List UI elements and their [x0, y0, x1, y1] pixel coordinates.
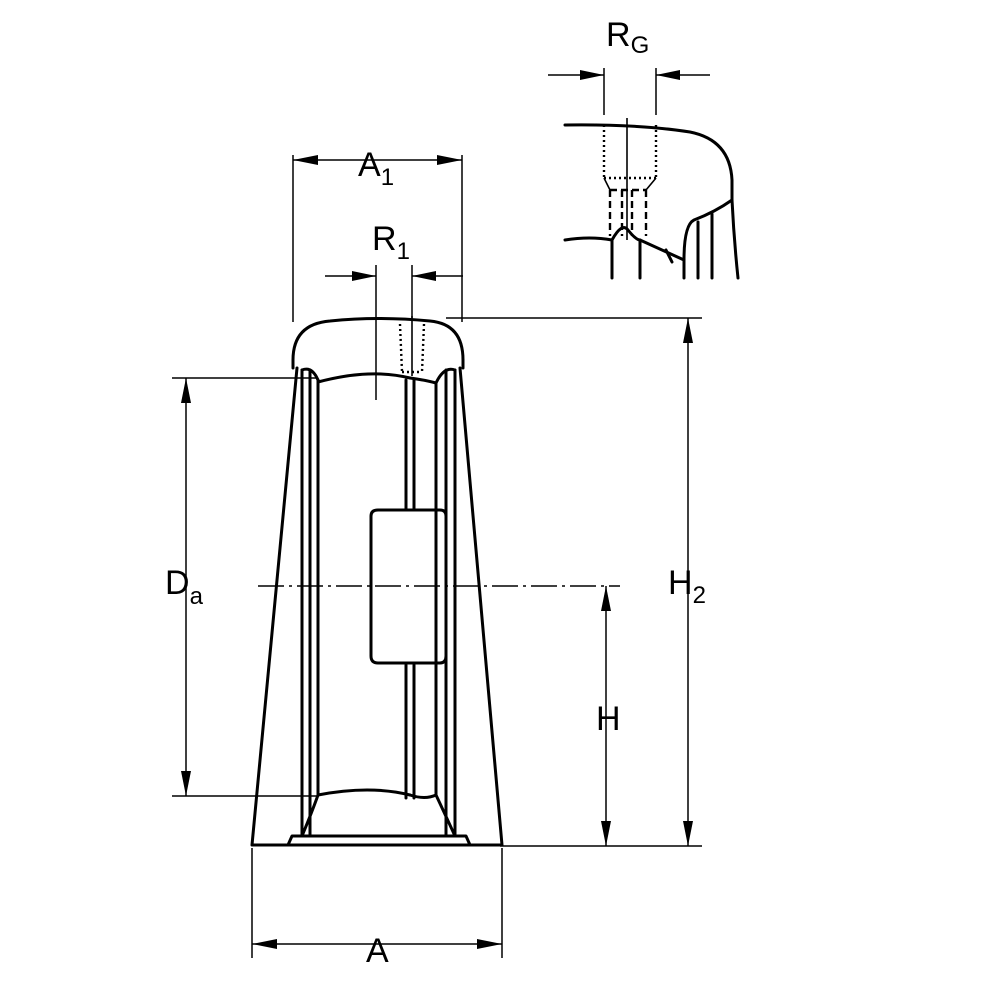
label-A1: A1	[358, 146, 394, 191]
label-H: H	[596, 700, 621, 738]
label-A1-main: A	[358, 146, 381, 184]
label-H2: H2	[668, 564, 706, 609]
left-inner-walls	[300, 367, 320, 838]
label-H2-sub: 2	[693, 582, 706, 609]
detail-inset	[563, 118, 740, 280]
label-RG-sub: G	[631, 32, 650, 59]
label-RG-main: R	[606, 16, 631, 54]
label-A-main: A	[366, 932, 389, 970]
label-A1-sub: 1	[381, 164, 394, 191]
label-H-main: H	[596, 700, 621, 738]
dimension-H	[601, 586, 611, 846]
label-Da-sub: a	[190, 583, 204, 610]
dimension-H2	[446, 317, 702, 847]
label-R1-sub: 1	[397, 238, 410, 265]
dimension-RG	[548, 68, 710, 115]
label-Da: Da	[165, 564, 204, 610]
collar-block	[369, 508, 448, 665]
bearing-rings	[316, 372, 438, 800]
housing-body	[250, 317, 504, 847]
dimension-A	[251, 848, 503, 958]
label-R1-main: R	[372, 220, 397, 258]
label-A: A	[366, 932, 389, 970]
label-RG: RG	[606, 16, 649, 59]
label-R1: R1	[372, 220, 410, 265]
label-Da-main: D	[165, 564, 190, 602]
grease-fitting-main	[398, 316, 426, 376]
dimension-R1	[325, 265, 463, 400]
dimension-A1	[292, 155, 463, 322]
label-H2-main: H	[668, 564, 693, 602]
dimension-Da	[172, 377, 318, 797]
